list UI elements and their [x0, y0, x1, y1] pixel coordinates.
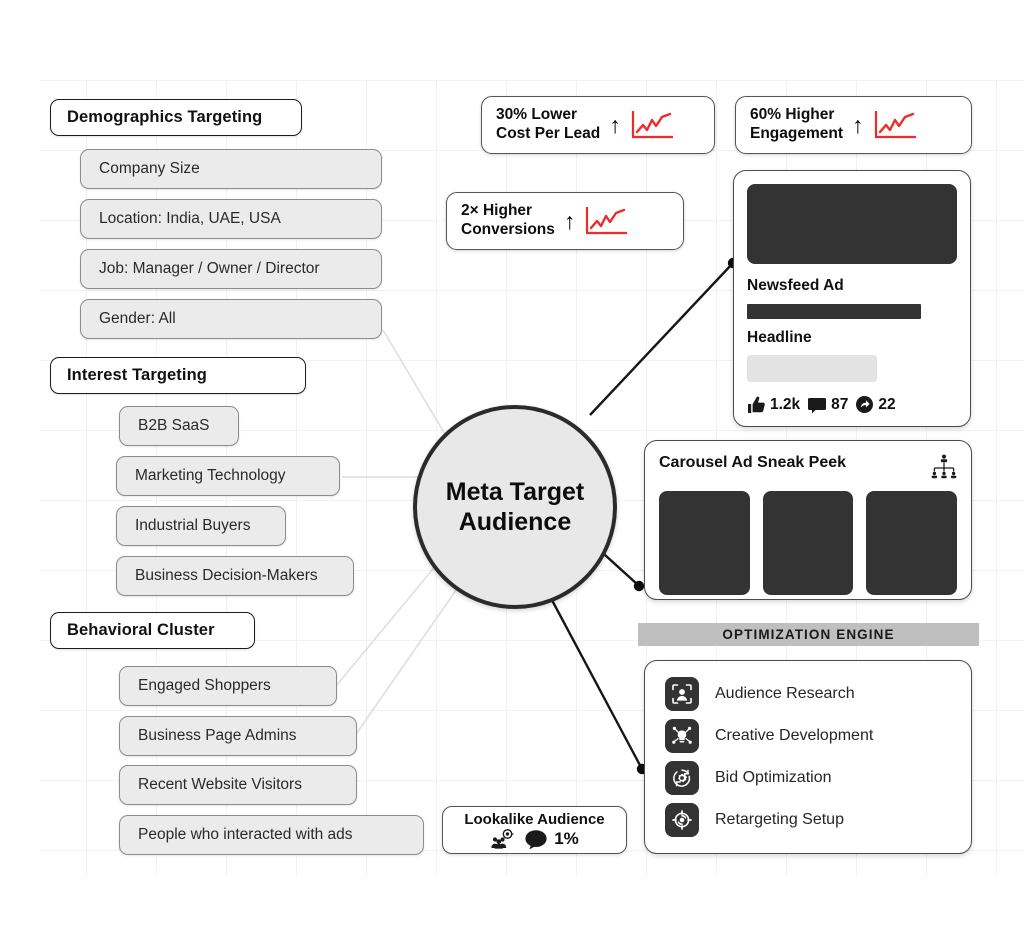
org-chart-icon [931, 454, 957, 479]
carousel-tile[interactable] [762, 491, 854, 595]
connector-newsfeed [589, 262, 734, 416]
arrow-up-icon: ↑ [609, 111, 621, 138]
section-title-label: Behavioral Cluster [67, 621, 215, 639]
stat-label: 30% Lower Cost Per Lead [496, 106, 601, 142]
section-title-interest[interactable]: Interest Targeting [50, 357, 306, 394]
grid-mask-left [0, 0, 40, 948]
lookalike-row: 1% [490, 829, 579, 850]
section-title-label: Interest Targeting [67, 366, 207, 384]
chip-label: Engaged Shoppers [138, 677, 271, 694]
carousel-ad-card[interactable]: Carousel Ad Sneak Peek [644, 440, 972, 600]
section-title-behavioral[interactable]: Behavioral Cluster [50, 612, 255, 649]
optimization-item-label: Audience Research [715, 685, 855, 702]
optimization-item-label: Creative Development [715, 727, 874, 744]
lookalike-audience-badge[interactable]: Lookalike Audience 1% [442, 806, 627, 854]
ad-cta-placeholder [747, 355, 878, 382]
lookalike-percent: 1% [554, 829, 579, 848]
thumbs-up-icon [748, 396, 765, 413]
share-icon [856, 396, 874, 413]
chip-label: Business Decision-Makers [135, 567, 318, 584]
stat-label: 60% Higher Engagement [750, 106, 844, 142]
speech-bubble-icon [525, 829, 547, 849]
optimization-item-bid-optimization[interactable]: Bid Optimization [665, 761, 951, 795]
connector-optimization [535, 571, 644, 770]
newsfeed-ad-title: Newsfeed Ad [747, 277, 844, 294]
gear-refresh-icon [665, 761, 699, 795]
chip-label: B2B SaaS [138, 417, 210, 434]
lightbulb-network-icon [665, 719, 699, 753]
chip-recent-website-visitors[interactable]: Recent Website Visitors [119, 765, 357, 805]
audience-target-icon [491, 829, 514, 849]
carousel-title: Carousel Ad Sneak Peek [659, 454, 847, 471]
chip-people-interacted-with-ads[interactable]: People who interacted with ads [119, 815, 424, 855]
chip-label: Company Size [99, 160, 200, 177]
engagement-shares[interactable]: 22 [855, 395, 896, 414]
connector-dot-carousel [633, 580, 645, 592]
optimization-item-retargeting-setup[interactable]: Retargeting Setup [665, 803, 951, 837]
center-node-meta-target-audience[interactable]: Meta Target Audience [413, 405, 617, 609]
carousel-tile[interactable] [866, 491, 958, 595]
connector-demographics [382, 329, 453, 447]
center-node-label: Meta Target Audience [445, 478, 585, 536]
chip-label: Location: India, UAE, USA [99, 210, 281, 227]
arrow-up-icon: ↑ [563, 207, 576, 234]
chip-gender[interactable]: Gender: All [80, 299, 382, 339]
chip-label: Industrial Buyers [135, 517, 251, 534]
grid-mask-top [0, 0, 1024, 80]
arrow-up-icon: ↑ [852, 111, 864, 138]
optimization-banner-label: OPTIMIZATION ENGINE [722, 627, 895, 642]
chip-job-title[interactable]: Job: Manager / Owner / Director [80, 249, 382, 289]
likes-count: 1.2k [770, 395, 801, 413]
chip-label: People who interacted with ads [138, 826, 353, 843]
chip-engaged-shoppers[interactable]: Engaged Shoppers [119, 666, 337, 706]
engagement-comments[interactable]: 87 [807, 396, 848, 414]
comment-icon [808, 397, 827, 413]
connector-behavioral [335, 545, 453, 687]
engagement-row: 1.2k 87 22 [747, 395, 957, 414]
target-refresh-icon [665, 803, 699, 837]
newsfeed-ad-card[interactable]: Newsfeed Ad Headline 1.2k 87 [733, 170, 971, 427]
chip-company-size[interactable]: Company Size [80, 149, 382, 189]
engagement-likes[interactable]: 1.2k [747, 396, 800, 414]
chip-label: Job: Manager / Owner / Director [99, 260, 320, 277]
comments-count: 87 [831, 395, 849, 413]
ad-body-bar [747, 304, 922, 319]
chip-business-page-admins[interactable]: Business Page Admins [119, 716, 357, 756]
carousel-tile[interactable] [659, 491, 750, 595]
chip-label: Gender: All [99, 310, 176, 327]
chip-b2b-saas[interactable]: B2B SaaS [119, 406, 239, 446]
optimization-item-audience-research[interactable]: Audience Research [665, 677, 951, 711]
newsfeed-ad-headline: Headline [747, 329, 812, 346]
section-title-demographics[interactable]: Demographics Targeting [50, 99, 302, 136]
optimization-item-label: Bid Optimization [715, 769, 832, 786]
chip-marketing-technology[interactable]: Marketing Technology [116, 456, 340, 496]
lookalike-title: Lookalike Audience [464, 810, 605, 828]
stat-label: 2× Higher Conversions [461, 202, 555, 238]
sparkline-icon [874, 111, 916, 139]
shares-count: 22 [878, 395, 896, 413]
section-title-label: Demographics Targeting [67, 108, 263, 126]
stat-badge-conversions[interactable]: 2× Higher Conversions ↑ [446, 192, 684, 250]
chip-industrial-buyers[interactable]: Industrial Buyers [116, 506, 286, 546]
grid-mask-bottom [0, 876, 1024, 948]
optimization-engine-banner: OPTIMIZATION ENGINE [638, 623, 979, 646]
audience-research-icon [665, 677, 699, 711]
stat-badge-engagement[interactable]: 60% Higher Engagement ↑ [735, 96, 972, 154]
optimization-engine-card[interactable]: Audience Research Creative Development [644, 660, 972, 854]
chip-location[interactable]: Location: India, UAE, USA [80, 199, 382, 239]
chip-business-decision-makers[interactable]: Business Decision-Makers [116, 556, 354, 596]
sparkline-icon [631, 111, 673, 139]
ad-image-placeholder [747, 184, 957, 264]
chip-label: Marketing Technology [135, 467, 286, 484]
optimization-item-creative-development[interactable]: Creative Development [665, 719, 951, 753]
optimization-item-label: Retargeting Setup [715, 811, 844, 828]
stat-badge-cost-per-lead[interactable]: 30% Lower Cost Per Lead ↑ [481, 96, 715, 154]
chip-label: Business Page Admins [138, 727, 297, 744]
connector-behavioral-2 [344, 569, 471, 751]
chip-label: Recent Website Visitors [138, 776, 302, 793]
sparkline-icon [586, 207, 628, 235]
